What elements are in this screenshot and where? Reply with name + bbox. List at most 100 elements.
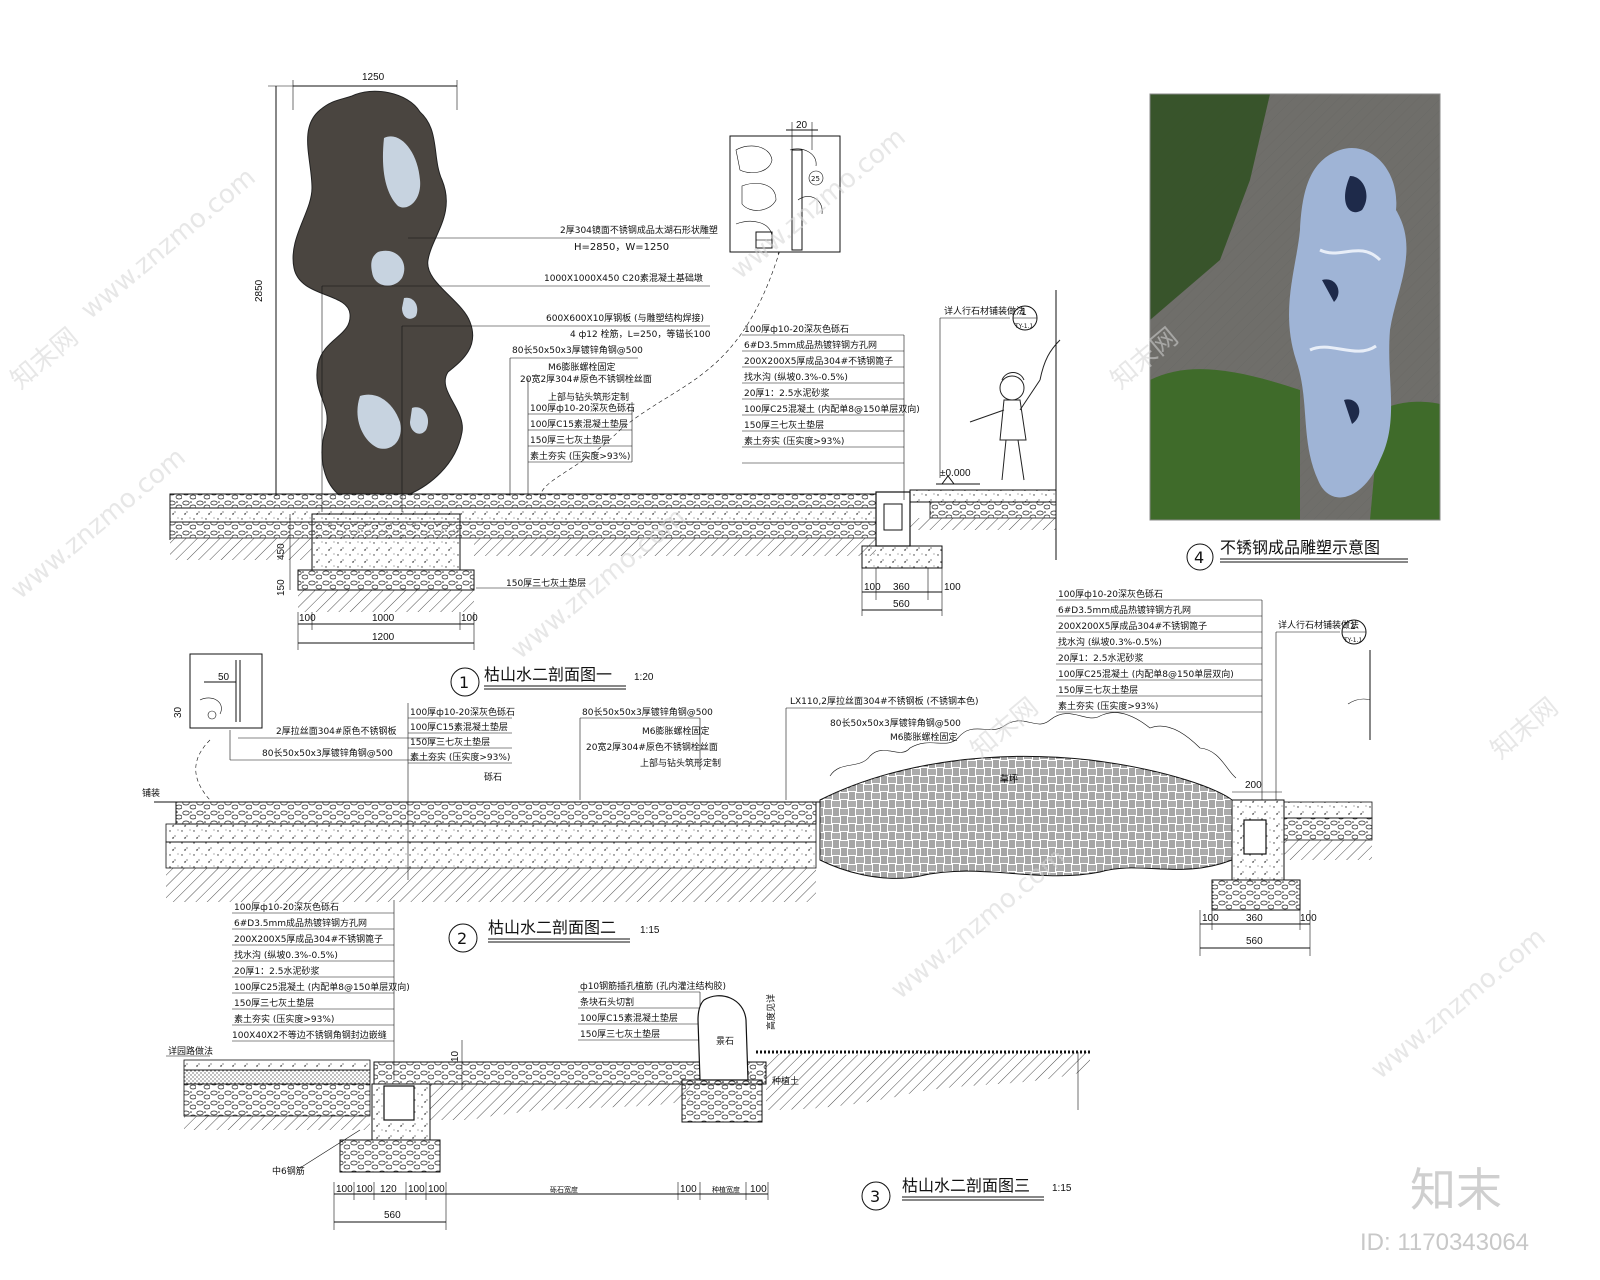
section-4-photo: 4 不锈钢成品雕塑示意图: [1149, 93, 1441, 571]
detail-dim-20: 20: [796, 120, 808, 131]
s2-drain-560: 560: [1246, 936, 1263, 947]
s3-stone-height: 高度见详: [765, 994, 777, 1030]
wm-id: ID: 1170343064: [1360, 1229, 1529, 1256]
ref-note-1: 详人行石材铺装做法: [944, 305, 1025, 317]
s1-callout-1: H=2850，W=1250: [574, 242, 669, 253]
child-figure: [969, 339, 1061, 481]
s3-callout-4: 20厚1：2.5水泥砂浆: [234, 965, 320, 977]
s2-left-tag: 铺装: [142, 787, 160, 799]
s2-right-3: 找水沟 (纵坡0.3%-0.5%): [1058, 636, 1162, 648]
s3-callout-1: 6#D3.5mm成品热镀锌钢方孔网: [234, 917, 367, 929]
s2-title-number: 2: [457, 929, 467, 948]
s3-title: 枯山水二剖面图三: [902, 1176, 1030, 1195]
section-1-ground: [169, 489, 1057, 612]
dim-label-1250: 1250: [362, 72, 385, 83]
section-1-dims: 100 1000 100 1200 450 150 150厚三七灰土垫层 100…: [276, 514, 961, 650]
s2-right-7: 素土夯实 (压实度>93%): [1058, 700, 1158, 712]
s1-callout-4: 4 ф12 栓筋，L=250，等锚长100: [570, 328, 711, 340]
s2-mid-3: 上部与钻头筑形定制: [640, 757, 721, 769]
s1-callout-9: 100厚ф10-20深灰色砾石: [530, 402, 635, 414]
s2-drain-360: 360: [1246, 913, 1263, 924]
s2-right-1: 6#D3.5mm成品热镀锌钢方孔网: [1058, 604, 1191, 616]
section-1: 1250 2850: [169, 72, 1061, 697]
s2-drain-100a: 100: [1202, 913, 1219, 924]
s2-edge-1: 80长50x50x3厚镀锌角钢@500: [830, 717, 961, 729]
s2-edge-0: LX110,2厚拉丝面304#不锈钢板 (不锈钢本色): [790, 695, 979, 707]
s1-callout-11: 150厚三七灰土垫层: [530, 434, 610, 446]
section-2: 50 30 2厚拉丝面304#原色不锈钢板 80长50x50x3厚镀锌角钢@50…: [142, 588, 1373, 956]
s2-left-2: 150厚三七灰土垫层: [410, 736, 490, 748]
elevation-label: ±0.000: [940, 468, 971, 479]
s3-callout-8: 100X40X2不等边不锈钢角钢封边嵌缝: [232, 1029, 387, 1041]
s3-left-note: 详园路做法: [168, 1045, 213, 1057]
s1-drain-360: 360: [893, 582, 910, 593]
s2-detail-50: 50: [218, 672, 230, 683]
s1-dim-100-left: 100: [299, 613, 316, 624]
section-2-edge-callouts: LX110,2厚拉丝面304#不锈钢板 (不锈钢本色) 80长50x50x3厚镀…: [785, 695, 979, 800]
section-3-ground: 景石 高度见详 种植土 10 中6钢筋: [183, 994, 1090, 1177]
section-2-ground: 草坪 200: [154, 712, 1373, 911]
s2-mound-tag: 草坪: [1000, 773, 1018, 785]
s1-dim-100-right: 100: [461, 613, 478, 624]
s1-callout-8: 上部与钻头筑形定制: [548, 391, 629, 403]
s3-vdim: 10: [450, 1050, 461, 1062]
s2-right-5: 100厚C25混凝土 (内配单8@150单层双向): [1058, 668, 1234, 680]
wm-brand: 知末: [1410, 1163, 1502, 1217]
s1-right-1: 6#D3.5mm成品热镀锌钢方孔网: [744, 339, 877, 351]
s4-title: 不锈钢成品雕塑示意图: [1220, 538, 1380, 557]
s2-mid-0: 80长50x50x3厚镀锌角钢@500: [582, 706, 713, 718]
s3-scale: 1:15: [1052, 1183, 1072, 1194]
s2-scale: 1:15: [640, 925, 660, 936]
s2-detail-30: 30: [173, 706, 184, 718]
s2-title: 枯山水二剖面图二: [488, 918, 616, 937]
s3-soil-tag: 种植土: [772, 1075, 799, 1087]
s1-scale: 1:20: [634, 672, 654, 683]
s1-callout-7: 20宽2厚304#原色不锈钢栓丝面: [520, 373, 652, 385]
wm-url-1: www.znzmo.com: [75, 162, 261, 325]
s2-edge-dim: 200: [1245, 780, 1262, 791]
rock-sculpture: [292, 90, 474, 495]
s3-dim-e: 100: [428, 1184, 445, 1195]
s2-right-0: 100厚ф10-20深灰色砾石: [1058, 588, 1163, 600]
s1-callout-0: 2厚304镜面不锈钢成品太湖石形状雕塑: [560, 224, 718, 236]
section-1-leaders: [321, 237, 905, 512]
section-3-stone-callouts: ф10钢筋插孔植筋 (孔内灌注结构胶) 条块石头切割 100厚C15素混凝土垫层…: [578, 980, 726, 1080]
s3-right-label: 种植宽度: [712, 1185, 740, 1194]
section-2-mid-callouts: 80长50x50x3厚镀锌角钢@500 M6膨胀螺栓固定 20宽2厚304#原色…: [579, 706, 721, 800]
s3-stone-tag: 景石: [716, 1036, 734, 1047]
s2-right-2: 200X200X5厚成品304#不锈钢篦子: [1058, 620, 1207, 632]
s2-edge-2: M6膨胀螺栓固定: [890, 731, 958, 743]
section-2-left-callouts: 100厚ф10-20深灰色砾石 100厚C15素混凝土垫层 150厚三七灰土垫层…: [142, 703, 515, 880]
section-3: 100厚ф10-20深灰色砾石 6#D3.5mm成品热镀锌钢方孔网 200X20…: [166, 900, 1090, 1230]
s3-stone-2: 100厚C15素混凝土垫层: [580, 1012, 678, 1024]
s3-stone-0: ф10钢筋插孔植筋 (孔内灌注结构胶): [580, 980, 726, 992]
ref-num-2: 1: [1350, 621, 1356, 632]
s3-stone-3: 150厚三七灰土垫层: [580, 1028, 660, 1040]
s1-dim-450: 450: [276, 543, 287, 560]
section-3-title: 3 枯山水二剖面图三 1:15: [861, 1176, 1072, 1211]
s1-right-6: 150厚三七灰土垫层: [744, 419, 824, 431]
s3-callout-0: 100厚ф10-20深灰色砾石: [234, 901, 339, 913]
s1-callout-3: 600X600X10厚钢板 (与雕塑结构焊接): [546, 312, 704, 324]
ref-num-1: 1: [1021, 307, 1027, 318]
s2-right-4: 20厚1：2.5水泥砂浆: [1058, 652, 1144, 664]
dim-height-2850: 2850: [254, 85, 340, 496]
s3-title-number: 3: [870, 1187, 880, 1206]
section-2-title: 2 枯山水二剖面图二 1:15: [448, 918, 660, 953]
s1-title-number: 1: [459, 673, 469, 692]
s1-callout-6: M6膨胀螺栓固定: [548, 361, 616, 373]
s3-stone-1: 条块石头切割: [580, 996, 634, 1008]
s2-mid-tag: 砾石: [484, 771, 502, 783]
s3-dim-c: 120: [380, 1184, 397, 1195]
s2-mid-2: 20宽2厚304#原色不锈钢栓丝面: [586, 741, 718, 753]
s3-callout-3: 找水沟 (纵坡0.3%-0.5%): [234, 949, 338, 961]
s2-left-3: 素土夯实 (压实度>93%): [410, 751, 510, 763]
s2-detail-callout-0: 2厚拉丝面304#原色不锈钢板: [276, 725, 396, 737]
s4-title-number: 4: [1194, 548, 1204, 567]
s1-dim-150: 150: [276, 579, 287, 596]
wm-url-6: www.znzmo.com: [1365, 922, 1551, 1085]
s1-right-4: 20厚1：2.5水泥砂浆: [744, 387, 830, 399]
detail-dim-25: 25: [811, 175, 820, 183]
s3-dim-total: 560: [384, 1210, 401, 1221]
